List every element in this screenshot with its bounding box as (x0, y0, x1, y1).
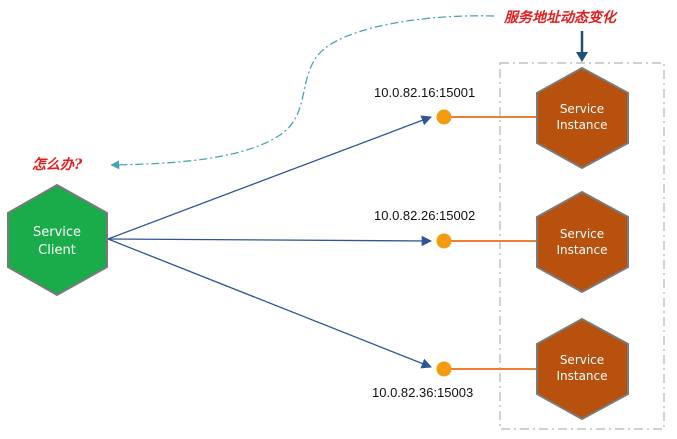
service-instance-1-label-line1: Service (560, 102, 604, 116)
service-instance-2-label-line2: Instance (556, 243, 607, 257)
request-arrow-1 (107, 115, 432, 240)
instances-container (499, 62, 665, 430)
question-annotation: 怎么办? (32, 156, 83, 173)
endpoint-dot-1 (436, 109, 452, 125)
down-arrow-head (576, 52, 588, 62)
service-client-label-line1: Service (33, 225, 81, 240)
service-instance-3-label-line2: Instance (556, 369, 607, 383)
service-instance-3-label-line1: Service (560, 353, 604, 367)
request-arrow-2 (107, 235, 433, 247)
instance-address-1: 10.0.82.16:15001 (374, 85, 475, 100)
endpoint-dot-3 (436, 361, 452, 377)
request-arrow-3 (107, 238, 432, 369)
service-instance-node-3: Service Instance (536, 317, 629, 421)
service-client-node: Service Client (7, 183, 108, 297)
service-instance-1-label-line2: Instance (556, 118, 607, 132)
service-instance-node-2: Service Instance (536, 190, 629, 294)
instance-address-3: 10.0.82.36:15003 (372, 385, 473, 400)
service-instance-node-1: Service Instance (536, 66, 629, 170)
instance-address-2: 10.0.82.26:15002 (374, 208, 475, 223)
dynamic-change-curve (110, 15, 495, 170)
dynamic-address-annotation: 服务地址动态变化 (503, 9, 618, 26)
service-instance-2-label-line1: Service (560, 227, 604, 241)
endpoint-dot-2 (436, 233, 452, 249)
service-client-label-line2: Client (38, 243, 76, 258)
